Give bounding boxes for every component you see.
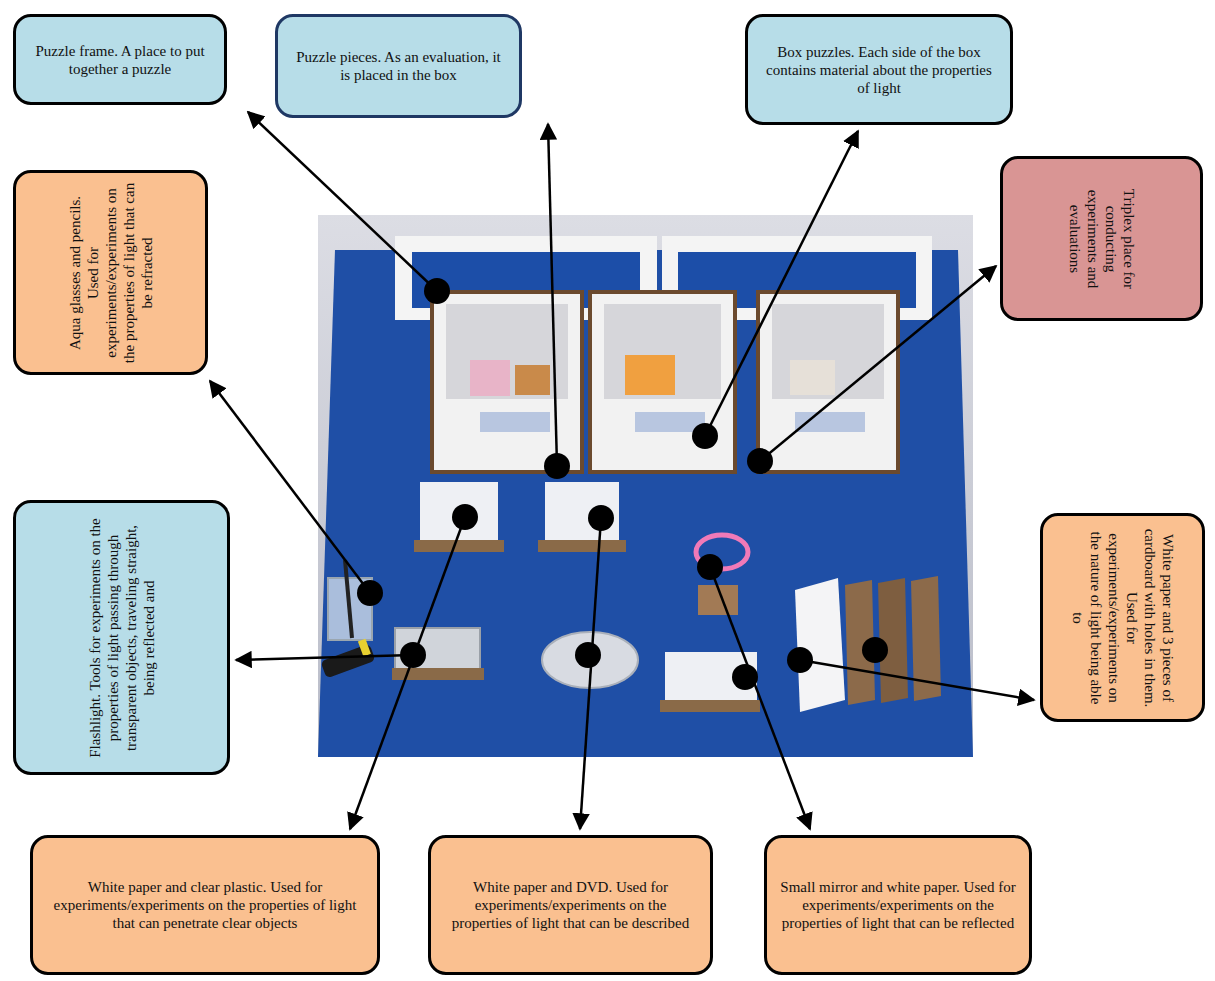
callout-text: Puzzle pieces. As an evaluation, it is p… bbox=[290, 48, 507, 84]
rotated-text-wrap: Aqua glasses and pencils. Used for exper… bbox=[66, 181, 156, 364]
experiment-tools bbox=[320, 482, 941, 712]
leader-dot bbox=[424, 278, 450, 304]
leader-dot bbox=[400, 642, 426, 668]
clear-plastic bbox=[395, 628, 480, 670]
leader-dot bbox=[452, 504, 478, 530]
box-inside bbox=[446, 304, 568, 399]
box-sticker bbox=[480, 412, 550, 432]
callout-box: White paper and 3 pieces of cardboard wi… bbox=[1040, 513, 1205, 722]
leader-dot bbox=[787, 647, 813, 673]
callout-text: Puzzle frame. A place to put together a … bbox=[28, 42, 212, 78]
box-inside bbox=[604, 304, 721, 399]
callout-text: Small mirror and white paper. Used for e… bbox=[779, 878, 1017, 932]
leader-dot bbox=[862, 637, 888, 663]
callout-box: Flashlight. Tools for experiments on the… bbox=[13, 500, 230, 775]
leader-line bbox=[760, 266, 996, 461]
leader-line bbox=[548, 124, 557, 466]
box-content bbox=[515, 365, 550, 395]
leader-dot bbox=[357, 580, 383, 606]
leader-line bbox=[248, 112, 437, 291]
callout-text: White paper and clear plastic. Used for … bbox=[45, 878, 365, 932]
rotated-text-wrap: Triplex place for conducting experiments… bbox=[1066, 167, 1138, 310]
leader-line bbox=[710, 567, 810, 829]
leader-line bbox=[800, 660, 1034, 700]
leader-dot bbox=[544, 453, 570, 479]
leader-dot bbox=[697, 554, 723, 580]
white-paper bbox=[665, 652, 757, 704]
blue-board bbox=[318, 250, 973, 757]
photo-background bbox=[318, 215, 973, 757]
box-content bbox=[470, 360, 510, 396]
box-content bbox=[790, 360, 835, 395]
callout-box: Puzzle pieces. As an evaluation, it is p… bbox=[275, 14, 522, 118]
leader-dot bbox=[692, 423, 718, 449]
leader-group bbox=[210, 112, 1034, 829]
leader-line bbox=[210, 381, 370, 593]
box-inside bbox=[772, 304, 884, 399]
rotated-text-wrap: White paper and 3 pieces of cardboard wi… bbox=[1069, 524, 1177, 711]
white-paper bbox=[795, 578, 845, 712]
leader-line bbox=[350, 517, 465, 829]
leader-dot bbox=[747, 448, 773, 474]
leader-dot bbox=[588, 505, 614, 531]
box-content bbox=[625, 355, 675, 395]
callout-text: White paper and DVD. Used for experiment… bbox=[443, 878, 698, 932]
flashlight-head bbox=[358, 639, 371, 657]
stand bbox=[660, 700, 760, 712]
callout-box: Box puzzles. Each side of the box contai… bbox=[745, 14, 1013, 125]
callout-box: White paper and clear plastic. Used for … bbox=[30, 835, 380, 975]
callout-text: Aqua glasses and pencils. Used for exper… bbox=[66, 181, 156, 364]
callout-box: White paper and DVD. Used for experiment… bbox=[428, 835, 713, 975]
puzzle-boxes bbox=[432, 292, 898, 472]
callout-box: Aqua glasses and pencils. Used for exper… bbox=[13, 170, 208, 375]
leader-dot bbox=[732, 664, 758, 690]
leader-line bbox=[236, 655, 413, 660]
leader-dot bbox=[575, 642, 601, 668]
leader-line bbox=[705, 131, 858, 436]
leader-line bbox=[580, 518, 601, 829]
rotated-text-wrap: Flashlight. Tools for experiments on the… bbox=[86, 511, 158, 764]
leader-dots bbox=[357, 278, 888, 690]
stand bbox=[414, 540, 504, 552]
box bbox=[590, 292, 735, 472]
stand bbox=[538, 540, 626, 552]
callout-box: Small mirror and white paper. Used for e… bbox=[764, 835, 1032, 975]
callout-text: Triplex place for conducting experiments… bbox=[1066, 167, 1138, 310]
box bbox=[432, 292, 582, 472]
pencil bbox=[345, 560, 352, 638]
callout-box: Puzzle frame. A place to put together a … bbox=[13, 14, 227, 105]
callout-text: White paper and 3 pieces of cardboard wi… bbox=[1069, 524, 1177, 711]
callout-text: Box puzzles. Each side of the box contai… bbox=[760, 43, 998, 97]
white-paper bbox=[545, 482, 619, 542]
callout-box: Triplex place for conducting experiments… bbox=[1000, 156, 1203, 321]
callout-text: Flashlight. Tools for experiments on the… bbox=[86, 511, 158, 764]
